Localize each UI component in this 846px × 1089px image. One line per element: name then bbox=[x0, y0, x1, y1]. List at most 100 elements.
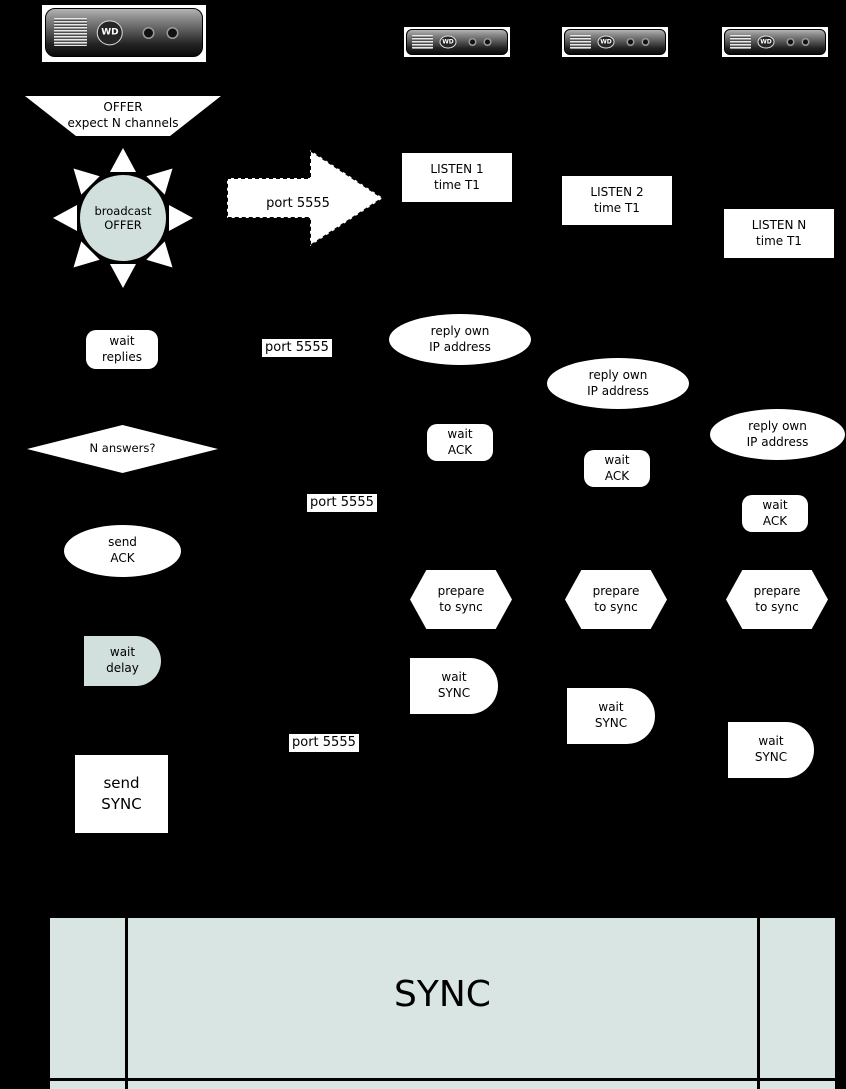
wait-sync-1-line1: wait bbox=[441, 670, 467, 685]
listen-1-line2: time T1 bbox=[434, 177, 480, 192]
broadcast-offer-line2: OFFER bbox=[104, 218, 142, 232]
reply-ip-1-line2: IP address bbox=[429, 339, 491, 354]
wd-logo: WD bbox=[96, 19, 124, 46]
reply-ip-1-line1: reply own bbox=[430, 323, 490, 338]
listen-1-line1: LISTEN 1 bbox=[430, 161, 484, 176]
send-ack-line1: send bbox=[108, 535, 137, 550]
device-ir-sensor bbox=[485, 39, 490, 45]
port-5555-label-reply-phase: port 5555 bbox=[262, 339, 332, 357]
listen-n-line1: LISTEN N bbox=[751, 217, 807, 232]
wd-device-slave-n: WD bbox=[722, 27, 828, 57]
wait-ack-n-line1: wait bbox=[762, 497, 788, 512]
offer-step: OFFER expect N channels bbox=[25, 96, 221, 136]
wd-logo: WD bbox=[757, 35, 775, 49]
wd-device-slave-1: WD bbox=[404, 27, 510, 57]
prepare-1-line1: prepare bbox=[437, 583, 485, 598]
offer-line2: expect N channels bbox=[67, 116, 179, 130]
wait-sync-n-line1: wait bbox=[758, 734, 784, 749]
prepare-1-line2: to sync bbox=[439, 599, 483, 614]
reply-ip-step-n: reply own IP address bbox=[710, 409, 845, 460]
wd-logo: WD bbox=[597, 35, 615, 49]
wait-sync-2-line2: SYNC bbox=[594, 716, 628, 730]
device-vent-panel bbox=[730, 34, 751, 49]
send-sync-step: send SYNC bbox=[75, 755, 168, 833]
wd-logo-text: WD bbox=[101, 27, 119, 38]
wait-ack-step-1: wait ACK bbox=[427, 424, 493, 461]
send-sync-line1: send bbox=[103, 774, 140, 792]
wait-ack-step-n: wait ACK bbox=[742, 495, 808, 532]
port-5555-label-ack-phase: port 5555 bbox=[307, 494, 377, 512]
listen-n-line2: time T1 bbox=[756, 233, 802, 248]
device-power-led bbox=[144, 28, 154, 37]
wait-sync-2-line1: wait bbox=[598, 700, 624, 715]
prepare-2-line2: to sync bbox=[594, 599, 638, 614]
wait-sync-step-n: wait SYNC bbox=[728, 722, 814, 778]
band-divider-left bbox=[125, 918, 128, 1089]
reply-ip-n-line1: reply own bbox=[748, 418, 807, 433]
burst-circle bbox=[80, 175, 166, 261]
prepare-sync-step-1: prepare to sync bbox=[410, 570, 512, 629]
prepare-n-line2: to sync bbox=[755, 599, 799, 614]
offer-line1: OFFER bbox=[103, 100, 143, 115]
n-answers-decision: N answers? bbox=[27, 425, 218, 473]
prepare-sync-step-2: prepare to sync bbox=[565, 570, 667, 629]
device-power-led bbox=[470, 39, 475, 45]
device-body: WD bbox=[724, 29, 826, 55]
n-answers-text: N answers? bbox=[89, 441, 156, 456]
reply-ip-step-1: reply own IP address bbox=[389, 314, 531, 365]
wait-replies-line2: replies bbox=[102, 349, 142, 364]
wait-ack-1-line2: ACK bbox=[447, 442, 473, 457]
device-ir-sensor bbox=[643, 39, 648, 45]
arrow-shape bbox=[226, 148, 385, 248]
wd-device-slave-2: WD bbox=[562, 27, 668, 57]
reply-ip-2-line2: IP address bbox=[587, 383, 649, 398]
band-divider-right bbox=[757, 918, 760, 1089]
wait-ack-1-line1: wait bbox=[447, 426, 473, 441]
wd-logo: WD bbox=[439, 35, 457, 49]
send-sync-line2: SYNC bbox=[101, 795, 142, 813]
reply-ip-step-2: reply own IP address bbox=[547, 358, 689, 409]
listen-step-1: LISTEN 1 time T1 bbox=[402, 153, 512, 202]
device-vent-panel bbox=[53, 18, 87, 46]
wait-delay-line1: wait bbox=[109, 645, 136, 660]
wd-logo-text: WD bbox=[442, 38, 454, 46]
device-body: WD bbox=[564, 29, 666, 55]
device-vent-panel bbox=[412, 34, 433, 49]
sync-timeline-band: SYNC bbox=[50, 918, 835, 1089]
wait-replies-step: wait replies bbox=[86, 330, 158, 369]
wait-ack-2-line1: wait bbox=[604, 452, 630, 467]
wait-delay-step: wait delay bbox=[84, 636, 161, 686]
send-ack-line2: ACK bbox=[110, 551, 135, 565]
wait-replies-line1: wait bbox=[109, 333, 135, 348]
broadcast-arrow-label: port 5555 bbox=[266, 196, 330, 211]
device-body: WD bbox=[406, 29, 508, 55]
wd-logo-text: WD bbox=[760, 38, 772, 46]
listen-2-line2: time T1 bbox=[594, 200, 640, 215]
device-vent-panel bbox=[570, 34, 591, 49]
wait-sync-step-1: wait SYNC bbox=[410, 658, 498, 714]
reply-ip-2-line1: reply own bbox=[588, 367, 648, 382]
wait-delay-line2: delay bbox=[106, 661, 139, 675]
device-ir-sensor bbox=[167, 28, 177, 37]
band-baseline bbox=[50, 1078, 835, 1081]
reply-ip-n-line2: IP address bbox=[746, 434, 809, 449]
listen-2-line1: LISTEN 2 bbox=[590, 184, 644, 199]
wait-ack-step-2: wait ACK bbox=[584, 450, 650, 487]
burst-rays bbox=[53, 148, 193, 288]
device-body: WD bbox=[45, 8, 203, 57]
device-power-led bbox=[628, 39, 633, 45]
wait-sync-n-line2: SYNC bbox=[754, 750, 788, 764]
prepare-sync-step-n: prepare to sync bbox=[726, 570, 828, 629]
prepare-n-line1: prepare bbox=[753, 583, 801, 598]
wd-logo-text: WD bbox=[600, 38, 612, 46]
listen-step-2: LISTEN 2 time T1 bbox=[562, 176, 672, 225]
sync-label: SYNC bbox=[394, 974, 491, 1015]
broadcast-offer-line1: broadcast bbox=[94, 204, 152, 218]
wait-ack-2-line2: ACK bbox=[604, 468, 630, 483]
wait-sync-1-line2: SYNC bbox=[437, 686, 471, 700]
device-ir-sensor bbox=[803, 39, 808, 45]
broadcast-port-arrow: port 5555 bbox=[226, 148, 385, 248]
listen-step-n: LISTEN N time T1 bbox=[724, 209, 834, 258]
send-ack-step: send ACK bbox=[64, 525, 181, 577]
